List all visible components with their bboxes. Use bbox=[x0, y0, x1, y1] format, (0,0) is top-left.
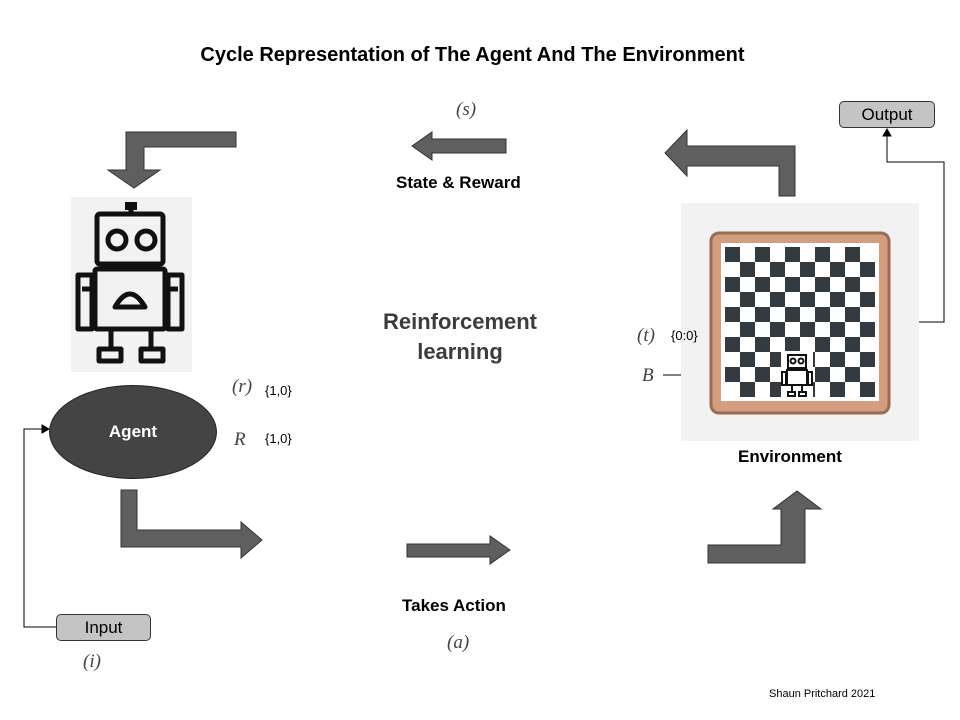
board-cell bbox=[830, 382, 845, 397]
board-cell bbox=[785, 247, 800, 262]
output-label: Output bbox=[861, 104, 913, 124]
board-marker-symbol: B bbox=[642, 365, 654, 386]
board-cell bbox=[740, 382, 755, 397]
board-cell bbox=[740, 352, 755, 367]
takes-action-label: Takes Action bbox=[402, 596, 506, 615]
arrow-up-left-from-env bbox=[664, 128, 796, 197]
credit-text: Shaun Pritchard 2021 bbox=[769, 688, 876, 700]
board-cell bbox=[785, 277, 800, 292]
board-cell bbox=[845, 337, 860, 352]
board-cell bbox=[755, 277, 770, 292]
arrow-left-state bbox=[411, 131, 507, 161]
output-connector-line bbox=[886, 134, 945, 323]
board-cell bbox=[860, 292, 875, 307]
state-reward-label: State & Reward bbox=[396, 173, 521, 192]
environment-image-panel bbox=[681, 203, 919, 441]
board-robot-icon bbox=[781, 351, 813, 401]
arrow-up-to-env bbox=[707, 490, 823, 564]
agent-label: Agent bbox=[108, 422, 158, 441]
output-box: Output bbox=[839, 101, 935, 128]
arrow-right-action bbox=[406, 535, 511, 565]
board-cell bbox=[755, 247, 770, 262]
center-label: Reinforcement learning bbox=[360, 307, 560, 367]
board-cell bbox=[845, 367, 860, 382]
center-label-line1: Reinforcement bbox=[382, 309, 538, 334]
board-cell bbox=[830, 262, 845, 277]
action-symbol: (a) bbox=[447, 632, 470, 653]
board-cell bbox=[755, 337, 770, 352]
board-cell bbox=[830, 322, 845, 337]
board-cell bbox=[785, 337, 800, 352]
board-cell bbox=[725, 307, 740, 322]
board-cell bbox=[815, 307, 830, 322]
arrow-down-to-agent bbox=[106, 131, 237, 189]
reward-small-value: {1,0} bbox=[265, 383, 292, 398]
board-cell bbox=[815, 247, 830, 262]
reward-total-value: {1,0} bbox=[265, 431, 292, 446]
board-cell bbox=[740, 262, 755, 277]
board-cell bbox=[770, 262, 785, 277]
diagram-title: Cycle Representation of The Agent And Th… bbox=[200, 44, 745, 66]
board-cell bbox=[860, 322, 875, 337]
checkerboard-icon bbox=[709, 231, 891, 415]
board-cell bbox=[755, 367, 770, 382]
board-cell bbox=[725, 337, 740, 352]
board-cell bbox=[755, 307, 770, 322]
board-cell bbox=[740, 292, 755, 307]
board-cell bbox=[725, 277, 740, 292]
time-value: {0:0} bbox=[671, 328, 698, 343]
board-cell bbox=[770, 292, 785, 307]
board-cell bbox=[815, 367, 830, 382]
board-cell bbox=[815, 337, 830, 352]
board-cell bbox=[740, 322, 755, 337]
board-cell bbox=[830, 292, 845, 307]
agent-node: Agent bbox=[49, 385, 217, 479]
robot-icon bbox=[75, 202, 185, 364]
board-cell bbox=[770, 322, 785, 337]
reward-small-symbol: (r) bbox=[232, 376, 253, 397]
board-cell bbox=[845, 247, 860, 262]
board-cell bbox=[800, 322, 815, 337]
input-arrowhead bbox=[41, 424, 51, 434]
board-cell bbox=[860, 382, 875, 397]
output-arrowhead bbox=[882, 127, 892, 137]
reward-total-symbol: R bbox=[234, 429, 246, 450]
center-label-line2: learning bbox=[417, 339, 503, 364]
input-symbol: (i) bbox=[83, 651, 101, 672]
input-connector-line bbox=[23, 428, 56, 628]
board-cell bbox=[830, 352, 845, 367]
board-cell bbox=[800, 262, 815, 277]
robot-image-panel bbox=[71, 197, 192, 372]
board-cell bbox=[845, 277, 860, 292]
state-symbol: (s) bbox=[456, 99, 477, 120]
board-cell bbox=[815, 277, 830, 292]
arrow-right-from-agent bbox=[120, 489, 263, 560]
board-cell bbox=[725, 367, 740, 382]
board-cell bbox=[725, 247, 740, 262]
input-label: Input bbox=[84, 617, 123, 637]
board-cell bbox=[860, 262, 875, 277]
time-symbol: (t) bbox=[637, 325, 655, 346]
input-box: Input bbox=[56, 614, 151, 641]
board-cell bbox=[800, 292, 815, 307]
board-cell bbox=[785, 307, 800, 322]
board-cell bbox=[860, 352, 875, 367]
environment-label: Environment bbox=[738, 447, 842, 466]
board-cell bbox=[845, 307, 860, 322]
